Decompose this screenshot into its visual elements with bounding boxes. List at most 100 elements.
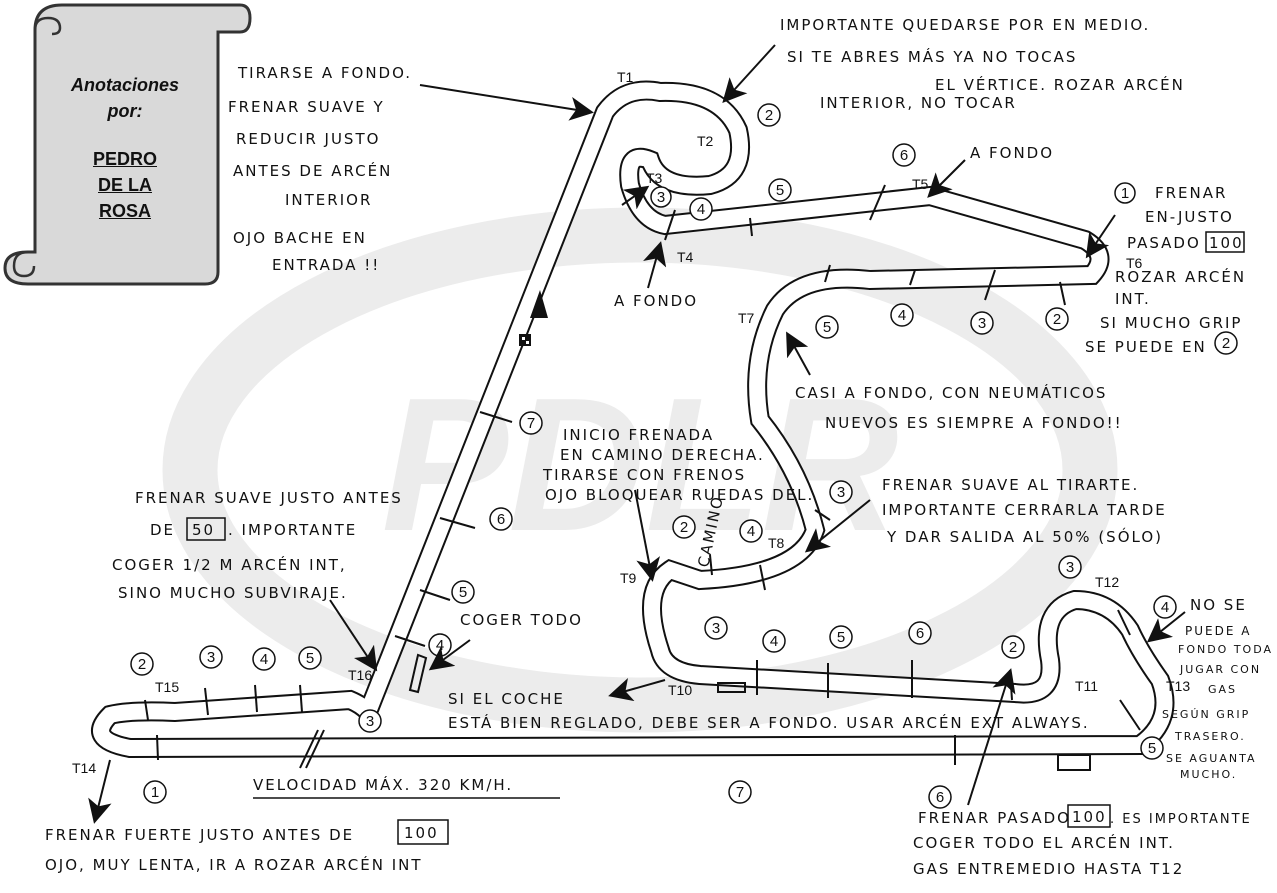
board-2-t6-note: 2 bbox=[1222, 335, 1230, 352]
board-6-back: 6 bbox=[497, 511, 505, 528]
note-t9: INICIO FRENADA EN CAMINO DERECHA. TIRARS… bbox=[542, 426, 814, 504]
note-t6: FRENAR EN-JUSTO PASADO 100 ROZAR ARCÉN I… bbox=[1085, 184, 1245, 356]
board-7-main: 7 bbox=[736, 784, 744, 801]
turn-t4: T4 bbox=[677, 249, 694, 265]
note-t16-line2a: DE bbox=[150, 521, 175, 539]
note-t2-line2: SI TE ABRES MÁS YA NO TOCAS bbox=[787, 47, 1077, 66]
turn-labels: T1 T2 T3 T4 T5 T6 T7 T8 T9 T10 T11 T12 T… bbox=[72, 69, 1190, 776]
note-t6-line3: PASADO bbox=[1127, 234, 1201, 252]
note-t10-line1: SI EL COCHE bbox=[448, 690, 565, 708]
note-t5: A FONDO bbox=[970, 144, 1054, 162]
note-t11-line2: COGER TODO EL ARCÉN INT. bbox=[913, 833, 1175, 852]
note-t12-line8: SE AGUANTA bbox=[1166, 752, 1256, 765]
note-coger-todo: COGER TODO bbox=[460, 611, 583, 629]
note-t6-line1: FRENAR bbox=[1155, 184, 1227, 202]
note-t1-line7: ENTRADA !! bbox=[272, 256, 380, 274]
board-numbers: 2 3 4 5 6 1 2 3 4 5 7 6 5 4 3 2 3 4 5 1 … bbox=[138, 107, 1230, 806]
board-1-t6: 1 bbox=[1121, 185, 1129, 202]
note-t12-line6: SEGÚN GRIP bbox=[1162, 708, 1250, 721]
note-t14-box bbox=[397, 819, 449, 845]
note-t12-line3: FONDO TODA bbox=[1178, 643, 1273, 656]
note-t8: FRENAR SUAVE AL TIRARTE. IMPORTANTE CERR… bbox=[882, 476, 1167, 546]
author-name-line3: ROSA bbox=[98, 201, 151, 221]
board-4-t4: 4 bbox=[697, 201, 705, 218]
note-t11-line1a: FRENAR PASADO bbox=[918, 809, 1071, 827]
note-t12-line7: TRASERO. bbox=[1174, 730, 1246, 743]
note-t6-box-value: 100 bbox=[1209, 234, 1244, 252]
note-t14-line2: OJO, MUY LENTA, IR A ROZAR ARCÉN INT bbox=[45, 855, 423, 874]
note-t6-box bbox=[1205, 231, 1245, 253]
direction-arrow bbox=[530, 290, 548, 318]
note-t2-line4: INTERIOR, NO TOCAR bbox=[820, 94, 1017, 112]
board-5-t15: 5 bbox=[306, 650, 314, 667]
note-t6-line5: INT. bbox=[1115, 290, 1151, 308]
note-t1-line2: FRENAR SUAVE Y bbox=[228, 98, 385, 116]
note-t16-line1: FRENAR SUAVE JUSTO ANTES bbox=[135, 489, 403, 507]
note-t11-box-value: 100 bbox=[1072, 808, 1107, 826]
board-2-t15: 2 bbox=[138, 656, 146, 673]
note-t11-line3: GAS ENTREMEDIO HASTA T12 bbox=[913, 860, 1184, 878]
note-t12-line2: PUEDE A bbox=[1185, 624, 1251, 638]
turn-t11: T11 bbox=[1075, 678, 1098, 694]
turn-t15: T15 bbox=[155, 679, 179, 695]
note-t11-box bbox=[1067, 804, 1111, 828]
board-2-t2: 2 bbox=[765, 107, 773, 124]
author-name-line1: PEDRO bbox=[92, 149, 157, 169]
turn-t14: T14 bbox=[72, 760, 96, 776]
turn-t2: T2 bbox=[697, 133, 714, 149]
note-t9-line1: INICIO FRENADA bbox=[563, 426, 714, 444]
note-t7: CASI A FONDO, CON NEUMÁTICOS NUEVOS ES S… bbox=[795, 383, 1123, 432]
note-t1-line3: REDUCIR JUSTO bbox=[236, 130, 380, 148]
board-5-back: 5 bbox=[459, 584, 467, 601]
board-4-t8: 4 bbox=[747, 523, 755, 540]
note-t8-line2: IMPORTANTE CERRARLA TARDE bbox=[882, 501, 1167, 519]
note-t14: FRENAR FUERTE JUSTO ANTES DE 100 OJO, MU… bbox=[45, 819, 449, 874]
note-t12-line5: GAS bbox=[1208, 683, 1237, 696]
board-3-t12: 3 bbox=[1066, 559, 1074, 576]
board-6-t10: 6 bbox=[916, 625, 924, 642]
note-t2-line3: EL VÉRTICE. ROZAR ARCÉN bbox=[935, 75, 1185, 94]
board-7-back: 7 bbox=[527, 415, 535, 432]
author-scroll-text: Anotaciones por: PEDRO DE LA ROSA bbox=[40, 72, 210, 224]
turn-t8: T8 bbox=[768, 535, 785, 551]
scroll-title-line2: por: bbox=[107, 101, 143, 121]
turn-t12: T12 bbox=[1095, 574, 1119, 590]
note-t16-box bbox=[186, 517, 226, 541]
note-t6-line6: SI MUCHO GRIP bbox=[1100, 314, 1242, 332]
board-3-t8: 3 bbox=[837, 484, 845, 501]
note-t1-line1: TIRARSE A FONDO. bbox=[237, 64, 412, 82]
note-t1-line5: INTERIOR bbox=[285, 191, 372, 209]
note-t9-line3: TIRARSE CON FRENOS bbox=[542, 466, 746, 484]
board-5-t10: 5 bbox=[837, 629, 845, 646]
note-t7-line2: NUEVOS ES SIEMPRE A FONDO!! bbox=[825, 414, 1123, 432]
board-5-t13: 5 bbox=[1148, 740, 1156, 757]
board-4-t12: 4 bbox=[1161, 599, 1169, 616]
board-6-t5: 6 bbox=[900, 147, 908, 164]
turn-t7: T7 bbox=[738, 310, 755, 326]
board-1-t14: 1 bbox=[151, 784, 159, 801]
note-t12-line9: MUCHO. bbox=[1180, 768, 1237, 781]
board-4-t6: 4 bbox=[898, 307, 906, 324]
board-5-t6: 5 bbox=[823, 319, 831, 336]
annotation-arrows bbox=[88, 44, 1186, 824]
note-t9-line2: EN CAMINO DERECHA. bbox=[560, 446, 765, 464]
note-t2-line1: IMPORTANTE QUEDARSE POR EN MEDIO. bbox=[780, 16, 1150, 34]
note-t10: SI EL COCHE ESTÁ BIEN REGLADO, DEBE SER … bbox=[448, 690, 1088, 732]
note-t1-line6: OJO BACHE EN bbox=[233, 229, 367, 247]
note-t12-line1: NO SE bbox=[1190, 596, 1247, 614]
note-t9-line4: OJO BLOQUEAR RUEDAS DEL. bbox=[545, 486, 814, 504]
board-3-t15: 3 bbox=[207, 649, 215, 666]
board-3-t6: 3 bbox=[978, 315, 986, 332]
board-3-t10: 3 bbox=[712, 620, 720, 637]
turn-t10: T10 bbox=[668, 682, 692, 698]
note-t16-line3: COGER 1/2 M ARCÉN INT, bbox=[112, 555, 347, 574]
turn-t13: T13 bbox=[1166, 678, 1190, 694]
board-2-t6: 2 bbox=[1053, 311, 1061, 328]
start-line-marks bbox=[299, 653, 1091, 771]
note-t14-box-value: 100 bbox=[404, 824, 439, 842]
turn-t1: T1 bbox=[617, 69, 634, 85]
turn-t5: T5 bbox=[912, 176, 929, 192]
note-t16-line2b: . IMPORTANTE bbox=[228, 521, 357, 539]
note-t2: IMPORTANTE QUEDARSE POR EN MEDIO. SI TE … bbox=[780, 16, 1185, 112]
note-t8-line1: FRENAR SUAVE AL TIRARTE. bbox=[882, 476, 1139, 494]
